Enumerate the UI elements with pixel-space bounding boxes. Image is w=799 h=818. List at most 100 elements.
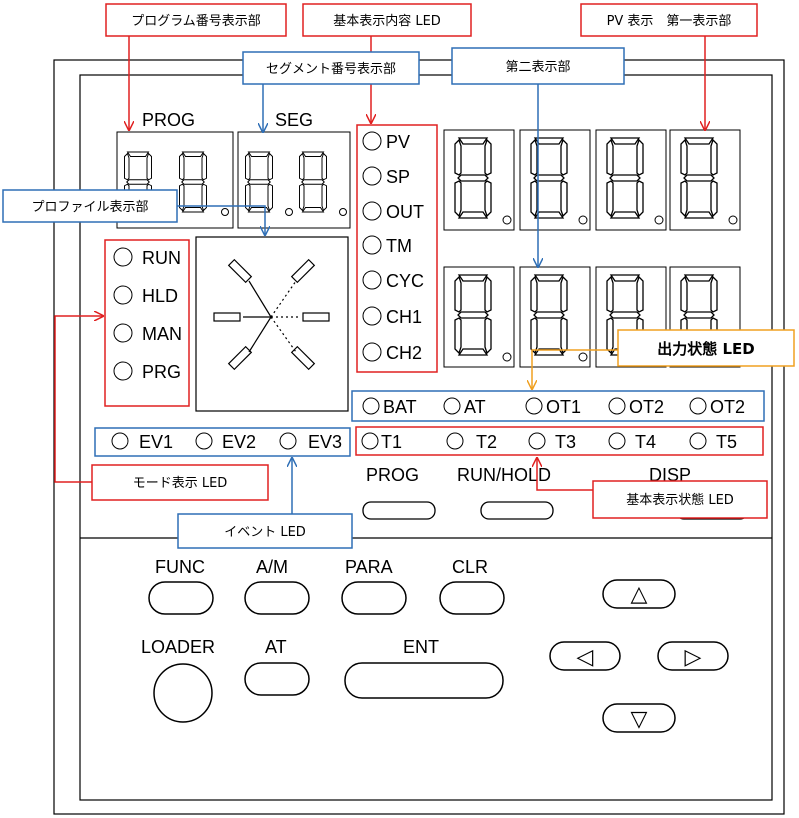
content-led-list: PV SP OUT TM CYC CH1 CH2: [362, 131, 424, 363]
led-tm-label: TM: [386, 236, 412, 256]
func-key[interactable]: [148, 581, 214, 615]
run-hold-button[interactable]: [480, 501, 554, 520]
event-led-row: EV1 EV2 EV3: [111, 432, 342, 452]
left-arrow-icon: ◁: [577, 645, 594, 670]
led-out: [362, 201, 382, 221]
time-led-row: T1 T2 T3 T4 T5: [361, 432, 737, 452]
callout-seg-display: [242, 51, 420, 85]
run-hold-button-label: RUN/HOLD: [457, 465, 551, 485]
seg-digit-2: [299, 151, 327, 213]
led-cyc: [362, 270, 382, 290]
led-ev2-label: EV2: [222, 432, 256, 452]
inner-bezel: [79, 74, 773, 801]
callout-mode-led-text: モード表示 LED: [133, 476, 228, 491]
led-t5-label: T5: [716, 432, 737, 452]
callout-profile-arrow: [177, 205, 265, 235]
led-t1-label: T1: [381, 432, 402, 452]
led-tm: [362, 235, 382, 255]
status-led-row: BAT AT OT1 OT2 OT2: [362, 397, 745, 417]
callout-profile-display-text: プロファイル表示部: [31, 200, 148, 215]
led-bat-label: BAT: [383, 397, 417, 417]
led-man: [113, 323, 133, 343]
callout-basic-led: [302, 3, 472, 37]
led-ch1-label: CH1: [386, 307, 422, 327]
led-t2-label: T2: [476, 432, 497, 452]
led-at-label: AT: [464, 397, 486, 417]
callout-seg-display-text: セグメント番号表示部: [266, 62, 396, 77]
callout-basic-status-led: [592, 480, 768, 519]
am-key[interactable]: [244, 581, 310, 615]
am-key-label: A/M: [256, 557, 288, 577]
callout-basic-status-led-text: 基本表示状態 LED: [626, 492, 734, 508]
down-key[interactable]: [602, 703, 676, 733]
clr-key-label: CLR: [452, 557, 488, 577]
loader-port-label: LOADER: [141, 637, 215, 657]
seg-dot-2: [339, 208, 347, 216]
prog-display: [116, 131, 234, 229]
event-led-box: [94, 427, 351, 457]
callout-mode-led: [91, 464, 269, 501]
mode-led-box: [104, 239, 190, 407]
led-ev1-label: EV1: [139, 432, 173, 452]
led-ot2-label: OT2: [629, 397, 664, 417]
left-key[interactable]: [549, 641, 621, 671]
seg-digit-1: [245, 151, 273, 213]
profile-display: [195, 236, 349, 412]
para-key-label: PARA: [345, 557, 393, 577]
right-arrow-icon: ▷: [685, 645, 702, 670]
callout-mode-arrow: [54, 316, 103, 483]
led-ch2-label: CH2: [386, 343, 422, 363]
down-arrow-icon: ▽: [631, 707, 648, 732]
content-led-box: [356, 124, 438, 373]
callout-prog-display-text: プログラム番号表示部: [131, 14, 261, 29]
led-run-label: RUN: [142, 248, 181, 268]
led-run: [113, 247, 133, 267]
seg-display-label: SEG: [275, 110, 313, 130]
disp-button-label: DISP: [649, 465, 691, 485]
led-hld: [113, 285, 133, 305]
right-key[interactable]: [657, 641, 729, 671]
prog-button-label: PROG: [366, 465, 419, 485]
led-ot2b-label: OT2: [710, 397, 745, 417]
callout-event-led: [177, 513, 353, 549]
led-pv: [362, 131, 382, 151]
time-led-box: [355, 426, 764, 456]
prog-display-label: PROG: [142, 110, 195, 130]
led-sp-label: SP: [386, 167, 410, 187]
seg-display: [237, 131, 351, 229]
clr-key[interactable]: [439, 581, 505, 615]
led-prg-label: PRG: [142, 362, 181, 382]
pv-display: [443, 129, 741, 231]
led-t3-label: T3: [555, 432, 576, 452]
led-hld-label: HLD: [142, 286, 178, 306]
func-key-label: FUNC: [155, 557, 205, 577]
up-key[interactable]: [602, 579, 676, 609]
callout-basic-status-arrow: [537, 458, 593, 491]
led-cyc-label: CYC: [386, 271, 424, 291]
led-ch1: [362, 306, 382, 326]
prog-button[interactable]: [362, 501, 436, 520]
callout-pv-display-text: PV 表示 第一表示部: [607, 14, 732, 29]
led-prg: [113, 361, 133, 381]
led-ch2: [362, 342, 382, 362]
status-led-box: [351, 390, 765, 422]
callout-output-led-text: 出力状態 LED: [657, 340, 754, 358]
at-key-label: AT: [265, 637, 287, 657]
callout-pv-display: [580, 3, 758, 37]
para-key[interactable]: [341, 581, 407, 615]
seg-dot-1: [285, 208, 293, 216]
led-out-label: OUT: [386, 202, 424, 222]
led-man-label: MAN: [142, 324, 182, 344]
at-key[interactable]: [244, 662, 310, 696]
ent-key[interactable]: [344, 662, 504, 699]
callout-basic-led-text: 基本表示内容 LED: [333, 13, 441, 29]
led-ev3-label: EV3: [308, 432, 342, 452]
callout-prog-display: [105, 3, 287, 37]
led-pv-label: PV: [386, 132, 410, 152]
profile-segments: [213, 258, 330, 371]
up-arrow-icon: △: [631, 582, 648, 607]
callout-output-arrow: [532, 349, 618, 389]
loader-port[interactable]: [153, 663, 213, 723]
led-t4-label: T4: [635, 432, 656, 452]
